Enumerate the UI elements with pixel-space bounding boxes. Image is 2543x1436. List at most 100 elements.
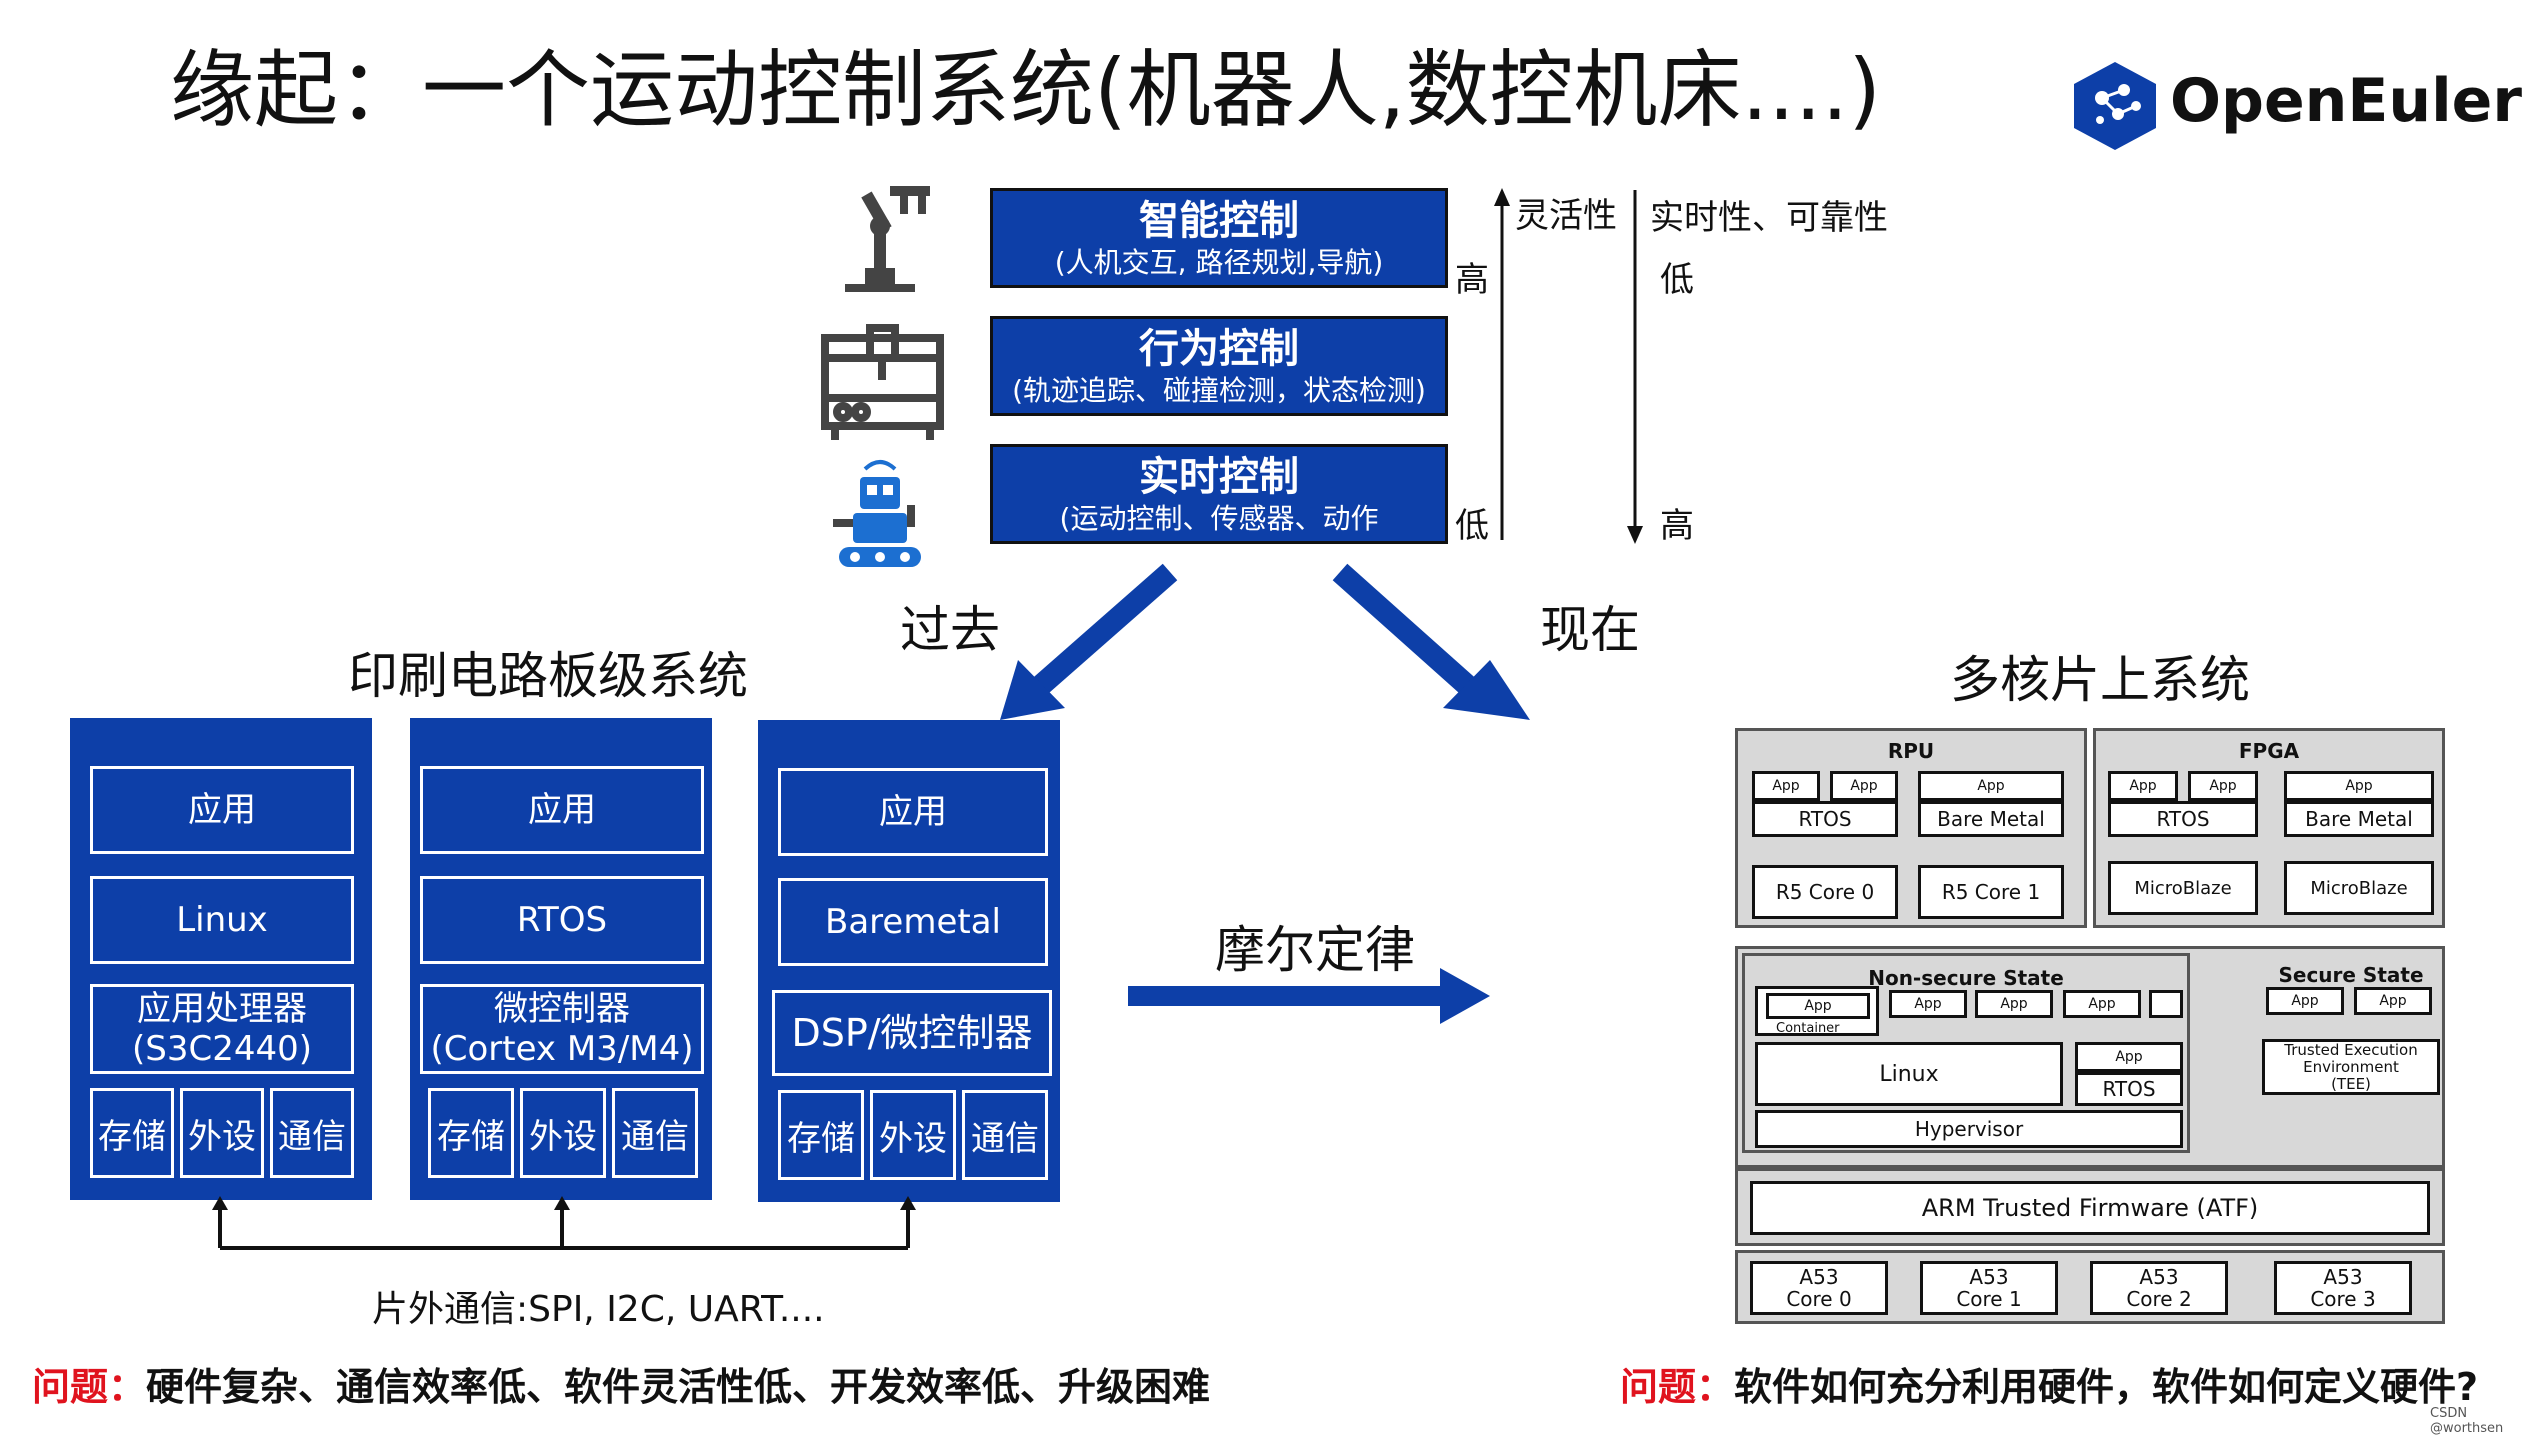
app-box: App: [2188, 771, 2258, 801]
os-box: Linux: [90, 876, 354, 964]
behavior-control-box: 行为控制 (轨迹追踪、碰撞检测，状态检测): [990, 316, 1448, 416]
linux-box: Linux: [1755, 1042, 2063, 1106]
robot-arm-icon: [830, 178, 940, 298]
r5-core-1: R5 Core 1: [1918, 865, 2064, 919]
app-box: App: [2108, 771, 2178, 801]
cpu-box: DSP/微控制器: [772, 990, 1052, 1076]
pcb-title: 印刷电路板级系统: [348, 647, 748, 705]
os-box: Baremetal: [778, 878, 1048, 966]
peripheral-box: 外设: [870, 1090, 956, 1180]
app-box: App: [1918, 771, 2064, 801]
app-label: 应用: [528, 790, 596, 830]
realtime-control-sub: (运动控制、传感器、动作: [1059, 502, 1379, 535]
apu-block: Non-secure State App Container App App A…: [1735, 946, 2445, 1168]
core-line2: Core 0: [1786, 1287, 1852, 1311]
realtime-high: 高: [1660, 506, 1694, 546]
app-box: App: [2075, 1042, 2183, 1072]
problem-left: 问题：硬件复杂、通信效率低、软件灵活性低、开发效率低、升级困难: [32, 1356, 1210, 1411]
app-label: 应用: [879, 792, 947, 832]
pcb-column-1: 应用 Linux 应用处理器 (S3C2440) 存储 外设 通信: [70, 718, 372, 1200]
realtime-control-box: 实时控制 (运动控制、传感器、动作: [990, 444, 1448, 544]
tee-line2: Environment: [2303, 1057, 2399, 1076]
behavior-control-sub: (轨迹追踪、碰撞检测，状态检测): [1012, 374, 1426, 407]
tee-line3: (TEE): [2331, 1074, 2371, 1093]
realtime-low: 低: [1660, 260, 1694, 300]
app-box: [2149, 990, 2183, 1018]
cpu-line2: (S3C2440): [131, 1029, 312, 1069]
past-label: 过去: [900, 601, 1000, 659]
diagonal-arrows: [1000, 563, 1530, 720]
core-line2: Core 2: [2126, 1287, 2192, 1311]
app-box: App: [2063, 990, 2141, 1018]
moore-arrow: [1128, 968, 1490, 1024]
app-box: 应用: [420, 766, 704, 854]
realtime-control-heading: 实时控制: [1139, 454, 1299, 500]
problem-left-text: 硬件复杂、通信效率低、软件灵活性低、开发效率低、升级困难: [146, 1365, 1211, 1409]
problem-right-label: 问题：: [1620, 1365, 1735, 1409]
problem-left-label: 问题：: [32, 1365, 147, 1409]
non-secure-title: Non-secure State: [1868, 966, 2064, 990]
microblaze-1: MicroBlaze: [2108, 861, 2258, 915]
core-line1: A53: [1799, 1265, 1839, 1289]
peripheral-box: 外设: [180, 1088, 264, 1178]
intelligent-control-heading: 智能控制: [1139, 198, 1299, 244]
peripheral-box: 外设: [520, 1088, 606, 1178]
app-box: App: [1752, 771, 1820, 801]
page-title: 缘起：一个运动控制系统(机器人,数控机床....): [170, 41, 1882, 139]
app-box: App: [2354, 987, 2432, 1015]
storage-box: 存储: [428, 1088, 514, 1178]
non-secure-state: Non-secure State App Container App App A…: [1742, 953, 2190, 1153]
bare-metal-box: Bare Metal: [1918, 801, 2064, 837]
fpga-title: FPGA: [2238, 739, 2300, 763]
container-box: App Container: [1755, 986, 1879, 1036]
flexibility-high: 高: [1455, 260, 1489, 300]
tee-line1: Trusted Execution: [2284, 1040, 2418, 1059]
secure-title: Secure State: [2278, 963, 2424, 987]
cpu-box: 应用处理器 (S3C2440): [90, 984, 354, 1074]
os-label: Linux: [176, 900, 268, 940]
axis-arrows: [1494, 188, 1643, 544]
fpga-block: FPGA App App RTOS App Bare Metal MicroBl…: [2093, 728, 2445, 928]
realtime-label: 实时性、可靠性: [1650, 198, 1888, 238]
storage-box: 存储: [90, 1088, 174, 1178]
app-box: 应用: [778, 768, 1048, 856]
cpu-box: 微控制器 (Cortex M3/M4): [420, 984, 704, 1074]
app-box: App: [1830, 771, 1898, 801]
robot-icon: [825, 455, 940, 570]
hypervisor-box: Hypervisor: [1755, 1110, 2183, 1148]
core-line1: A53: [2139, 1265, 2179, 1289]
behavior-control-heading: 行为控制: [1139, 326, 1299, 372]
pcb-column-2: 应用 RTOS 微控制器 (Cortex M3/M4) 存储 外设 通信: [410, 718, 712, 1200]
moore-law-label: 摩尔定律: [1215, 921, 1415, 979]
microblaze-2: MicroBlaze: [2284, 861, 2434, 915]
atf-block: ARM Trusted Firmware (ATF): [1735, 1168, 2445, 1246]
core-line2: Core 3: [2310, 1287, 2376, 1311]
rpu-title: RPU: [1887, 739, 1935, 763]
flexibility-label: 灵活性: [1515, 196, 1617, 236]
app-box: App: [2284, 771, 2434, 801]
atf-box: ARM Trusted Firmware (ATF): [1750, 1181, 2430, 1235]
rtos-box: RTOS: [1752, 801, 1898, 837]
intelligent-control-sub: (人机交互, 路径规划,导航): [1054, 246, 1384, 279]
storage-box: 存储: [778, 1090, 864, 1180]
rpu-block: RPU App App RTOS App Bare Metal R5 Core …: [1735, 728, 2087, 928]
app-box: App: [1766, 993, 1870, 1019]
bare-metal-box: Bare Metal: [2284, 801, 2434, 837]
app-box: 应用: [90, 766, 354, 854]
offchip-bus: [212, 1196, 916, 1250]
container-label: Container: [1776, 1021, 1840, 1036]
secure-state: Secure State App App Trusted Execution E…: [2260, 953, 2442, 1095]
intelligent-control-box: 智能控制 (人机交互, 路径规划,导航): [990, 188, 1448, 288]
os-label: RTOS: [516, 900, 608, 940]
rtos-box: RTOS: [2108, 801, 2258, 837]
cpu-line1: 微控制器: [494, 989, 630, 1029]
tee-box: Trusted Execution Environment (TEE): [2262, 1039, 2440, 1095]
app-box: App: [2266, 987, 2344, 1015]
r5-core-0: R5 Core 0: [1752, 865, 1898, 919]
offchip-bus-label: 片外通信:SPI, I2C, UART....: [372, 1289, 825, 1330]
flexibility-low: 低: [1455, 506, 1489, 546]
logo-text: OpenEuler: [2170, 66, 2522, 136]
